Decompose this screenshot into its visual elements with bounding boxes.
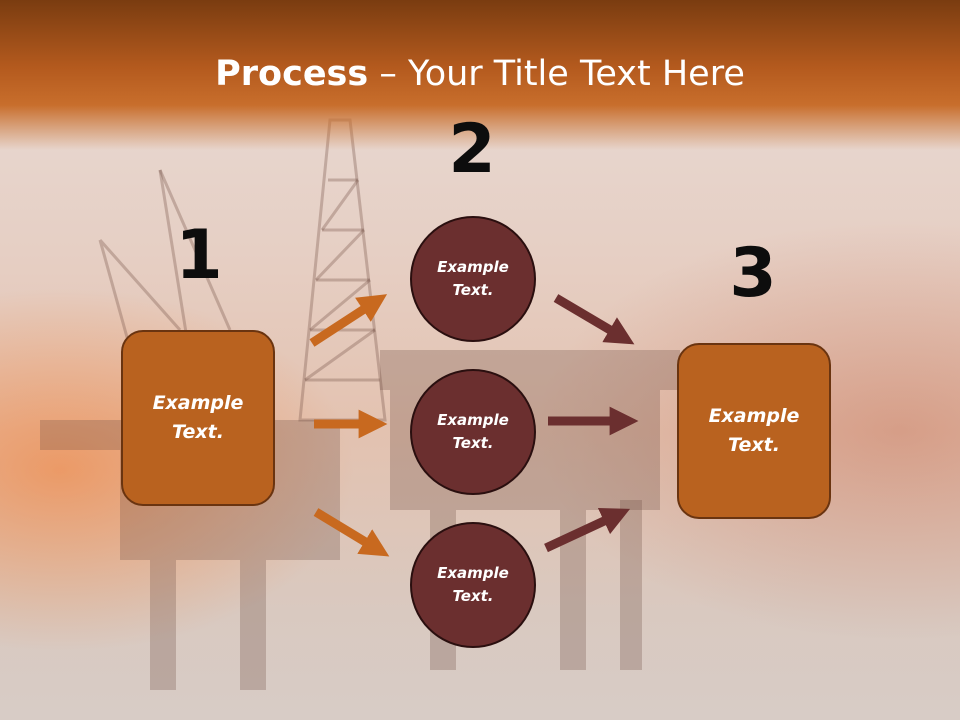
step-number-1: 1 — [175, 216, 223, 295]
step-circle-bottom-label: Example Text. — [437, 564, 509, 605]
step-number-2: 2 — [448, 110, 496, 189]
step-circle-top: Example Text. — [410, 216, 536, 342]
step-circle-middle: Example Text. — [410, 369, 536, 495]
arrow-top-to-3 — [553, 294, 635, 345]
title-bar — [0, 0, 960, 150]
step-box-3: Example Text. — [677, 343, 831, 519]
slide-title: Process – Your Title Text Here — [0, 52, 960, 96]
title-rest: – Your Title Text Here — [368, 54, 745, 94]
step-box-3-label: Example Text. — [708, 405, 800, 456]
step-box-1-label: Example Text. — [152, 392, 244, 443]
arrow-1-to-top — [309, 294, 388, 347]
step-box-1: Example Text. — [121, 330, 275, 506]
step-circle-top-label: Example Text. — [437, 258, 509, 299]
step-circle-middle-label: Example Text. — [437, 411, 509, 452]
arrow-bottom-to-3 — [544, 508, 631, 553]
step-number-3: 3 — [729, 234, 777, 313]
arrow-1-to-bottom — [313, 508, 390, 557]
step-circle-bottom: Example Text. — [410, 522, 536, 648]
title-bold: Process — [215, 54, 369, 94]
